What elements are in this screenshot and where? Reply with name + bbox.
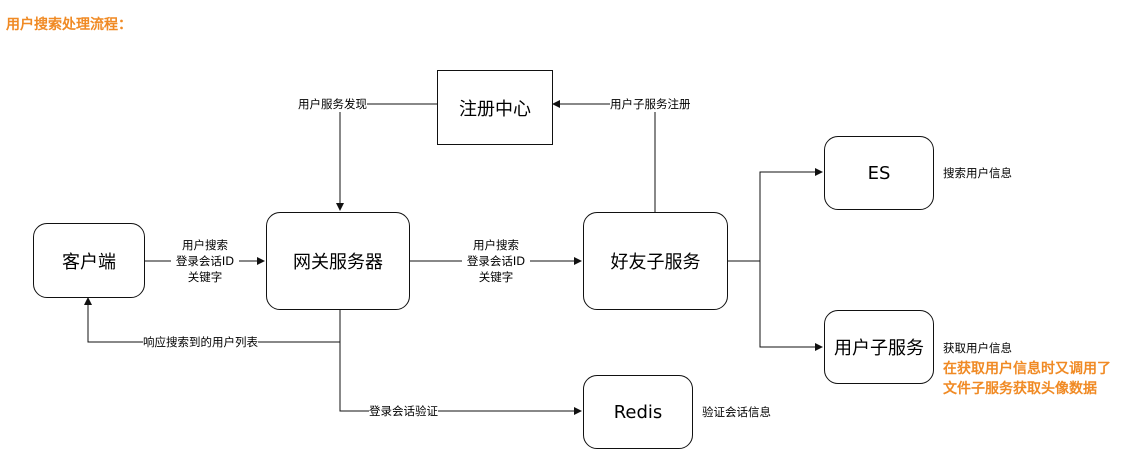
edge-label-discovery: 用户服务发现 xyxy=(298,96,367,112)
page-title: 用户搜索处理流程： xyxy=(6,17,132,33)
redis-side-label: 验证会话信息 xyxy=(702,405,771,419)
edge-label-client-gateway: 用户搜索 登录会话ID 关键字 xyxy=(171,237,239,285)
gateway-node: 网关服务器 xyxy=(266,212,410,310)
edge-label-gateway-friend: 用户搜索 登录会话ID 关键字 xyxy=(462,237,530,285)
edge-friend-user xyxy=(759,261,823,351)
user-service-node: 用户子服务 xyxy=(824,310,934,384)
friend-service-node: 好友子服务 xyxy=(583,212,728,310)
avatar-note: 在获取用户信息时又调用了 文件子服务获取头像数据 xyxy=(943,361,1111,397)
registry-label: 注册中心 xyxy=(459,98,531,120)
redis-node: Redis xyxy=(583,375,693,449)
client-node: 客户端 xyxy=(33,223,145,298)
client-label: 客户端 xyxy=(62,251,116,273)
edge-discovery xyxy=(336,103,437,211)
edge-verify xyxy=(339,342,582,415)
edge-register xyxy=(552,100,656,212)
redis-label: Redis xyxy=(613,401,663,423)
edge-friend-es xyxy=(759,168,823,261)
registry-node: 注册中心 xyxy=(437,70,553,145)
es-side-label: 搜索用户信息 xyxy=(943,166,1012,180)
user-service-label: 用户子服务 xyxy=(834,338,924,359)
edge-label-register: 用户子服务注册 xyxy=(610,96,691,112)
es-label: ES xyxy=(867,162,891,184)
gateway-label: 网关服务器 xyxy=(293,252,383,273)
es-node: ES xyxy=(824,136,934,210)
user-side-label: 获取用户信息 xyxy=(943,341,1012,355)
edge-label-response: 响应搜索到的用户列表 xyxy=(143,334,258,350)
friend-service-label: 好友子服务 xyxy=(610,252,701,273)
edge-label-verify: 登录会话验证 xyxy=(369,403,438,419)
